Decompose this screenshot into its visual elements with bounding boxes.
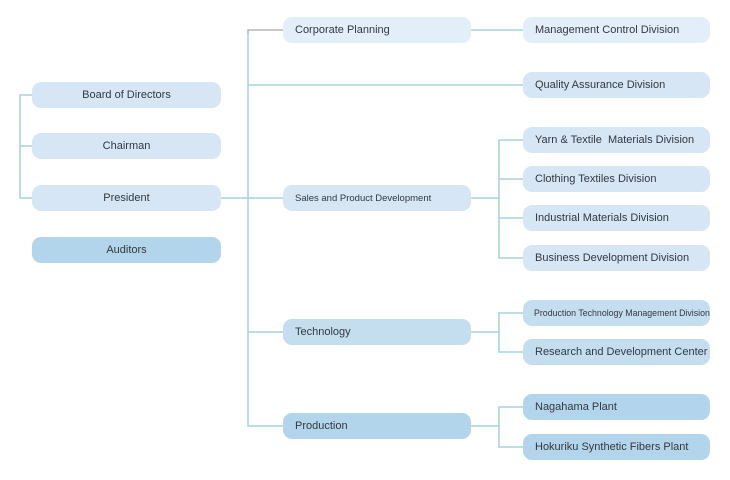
clothing-textiles-division-box: Clothing Textiles Division bbox=[523, 166, 710, 192]
president-box: President bbox=[32, 185, 221, 211]
production-technology-management-division-box: Production Technology Management Divisio… bbox=[523, 300, 710, 326]
board-of-directors-box: Board of Directors bbox=[32, 82, 221, 108]
research-development-center-label: Research and Development Center bbox=[535, 346, 708, 358]
sales-product-development-label: Sales and Product Development bbox=[295, 192, 432, 204]
chairman-label: Chairman bbox=[102, 140, 151, 152]
technology-box: Technology bbox=[283, 319, 471, 345]
industrial-materials-division-label: Industrial Materials Division bbox=[535, 212, 669, 224]
corporate-planning-box: Corporate Planning bbox=[283, 17, 471, 43]
quality-assurance-division-label: Quality Assurance Division bbox=[535, 79, 666, 91]
main-trunk bbox=[247, 34, 283, 427]
corporate-planning-label: Corporate Planning bbox=[295, 24, 390, 36]
sales-product-development-box: Sales and Product Development bbox=[283, 185, 471, 211]
yarn-textile-materials-division-box: Yarn & Textile Materials Division bbox=[523, 127, 710, 153]
hokuriku-synthetic-fibers-plant-box: Hokuriku Synthetic Fibers Plant bbox=[523, 434, 710, 460]
production-technology-management-division-label: Production Technology Management Divisio… bbox=[534, 308, 710, 318]
business-development-division-box: Business Development Division bbox=[523, 245, 710, 271]
president-label: President bbox=[103, 192, 150, 204]
board-of-directors-label: Board of Directors bbox=[82, 89, 171, 101]
production-box: Production bbox=[283, 413, 471, 439]
quality-assurance-division-box: Quality Assurance Division bbox=[523, 72, 710, 98]
auditors-box: Auditors bbox=[32, 237, 221, 263]
industrial-materials-division-box: Industrial Materials Division bbox=[523, 205, 710, 231]
management-control-division-box: Management Control Division bbox=[523, 17, 710, 43]
production-label: Production bbox=[295, 420, 348, 432]
hokuriku-synthetic-fibers-plant-label: Hokuriku Synthetic Fibers Plant bbox=[535, 441, 689, 453]
clothing-textiles-division-label: Clothing Textiles Division bbox=[535, 173, 657, 185]
management-control-division-label: Management Control Division bbox=[535, 24, 680, 36]
auditors-label: Auditors bbox=[106, 244, 147, 256]
research-development-center-box: Research and Development Center bbox=[523, 339, 710, 365]
business-development-division-label: Business Development Division bbox=[535, 252, 690, 264]
trunk-top-gray bbox=[247, 29, 283, 34]
yarn-textile-materials-division-label: Yarn & Textile Materials Division bbox=[535, 134, 695, 146]
technology-branch bbox=[471, 312, 523, 353]
sales-branch bbox=[471, 139, 523, 259]
nagahama-plant-box: Nagahama Plant bbox=[523, 394, 710, 420]
production-branch bbox=[471, 406, 523, 448]
chairman-box: Chairman bbox=[32, 133, 221, 159]
technology-label: Technology bbox=[295, 326, 351, 338]
nagahama-plant-label: Nagahama Plant bbox=[535, 401, 617, 413]
